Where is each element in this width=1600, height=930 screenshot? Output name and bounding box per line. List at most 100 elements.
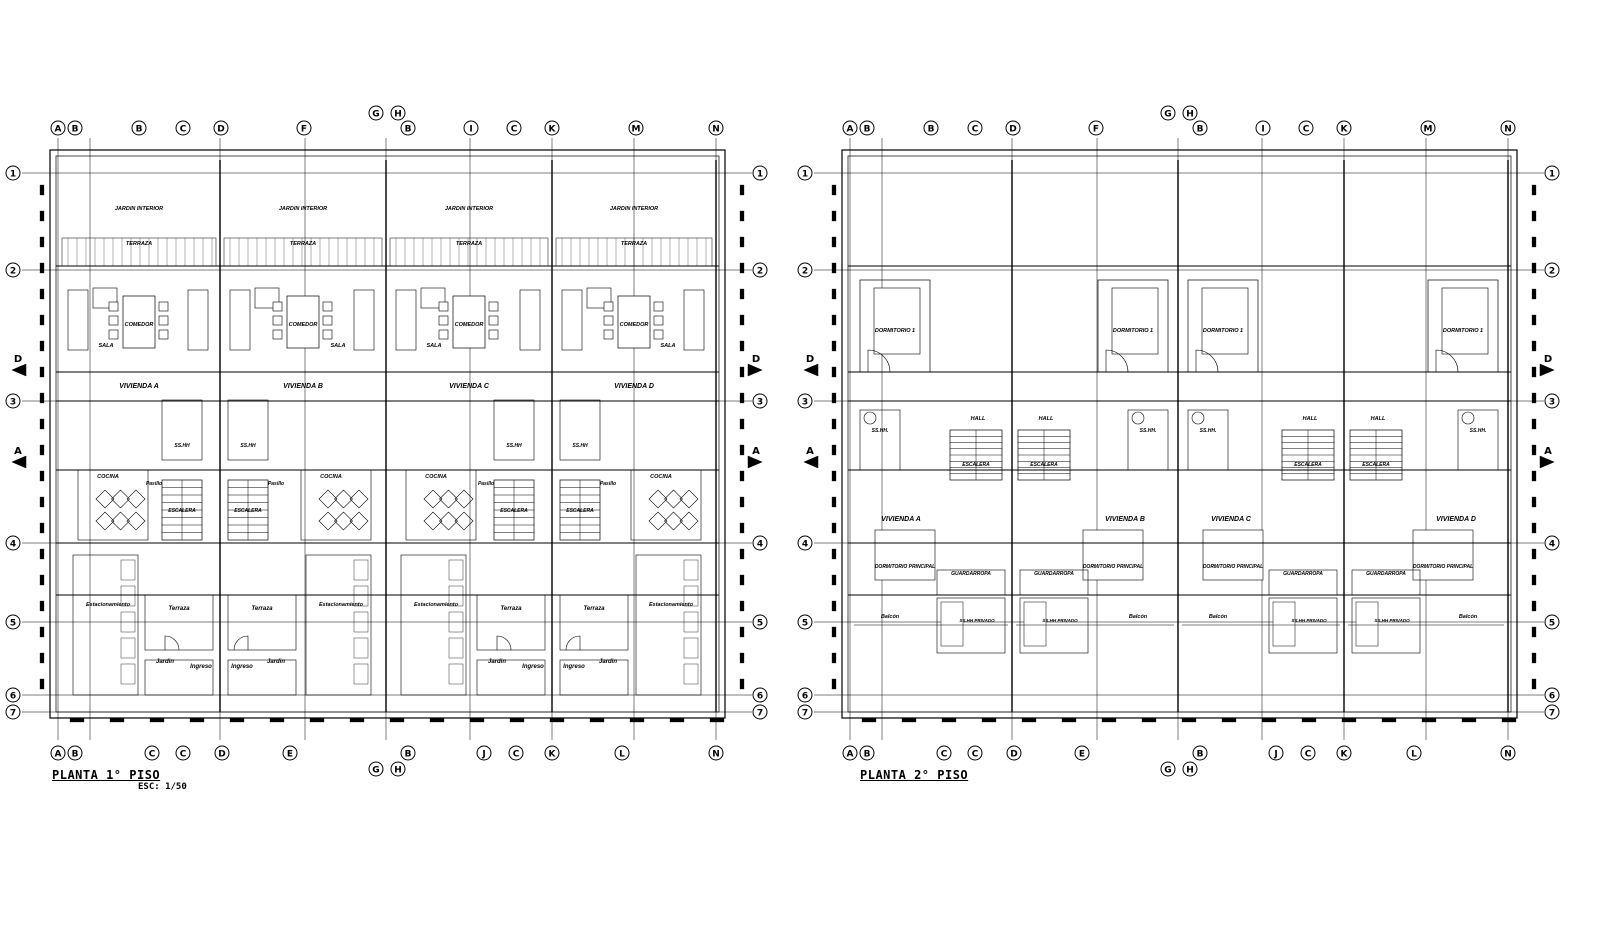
toilet [863, 411, 877, 425]
top-axis: B [131, 120, 147, 136]
column-mark [739, 236, 745, 248]
bottom-axis: K [1336, 745, 1352, 761]
grid-axis-label: 1 [802, 170, 808, 180]
bed [1202, 529, 1264, 581]
bottom-axis: B [67, 745, 83, 761]
top-axis: N [708, 120, 724, 136]
column-mark [831, 678, 837, 690]
grid-axis-label: M [1424, 125, 1433, 135]
top-axis: N [1500, 120, 1516, 136]
grid-axis-label: 5 [802, 619, 808, 629]
label-sshh: SS.HH [572, 443, 588, 449]
label-terraza-front: Terraza [251, 606, 273, 612]
grid-axis-circle [1088, 120, 1104, 136]
column-mark [1531, 574, 1537, 586]
grid-axis-circle [476, 745, 492, 761]
column-mark [39, 210, 45, 222]
label-estacionamiento: Estacionamiento [319, 602, 364, 608]
section-arrow [747, 455, 763, 469]
column-mark [831, 574, 837, 586]
column-mark [739, 678, 745, 690]
grid-axis-circle [5, 393, 21, 409]
parking-paver [120, 585, 136, 607]
grid-axis-circle [463, 120, 479, 136]
section-label: A [752, 446, 760, 457]
column-mark [941, 717, 957, 723]
bathroom [559, 399, 601, 461]
column-mark [831, 210, 837, 222]
parking-bay [400, 554, 467, 696]
column-mark [739, 522, 745, 534]
label-jardin-interior: JARDIN INTERIOR [445, 206, 493, 212]
grid-axis-circle [1160, 105, 1176, 121]
bottom-axis: N [1500, 745, 1516, 761]
grid-axis-circle [752, 165, 768, 181]
grid-axis-circle [923, 120, 939, 136]
label-ingreso: Ingreso [231, 664, 253, 670]
row-axis-left: 6 [797, 687, 813, 703]
bottom-axis: H [390, 761, 406, 777]
private-bathroom [936, 597, 1006, 654]
grid-axis-label: E [1079, 750, 1085, 760]
column-mark [739, 548, 745, 560]
front-terrace [144, 594, 214, 651]
door-swing [1195, 349, 1219, 373]
grid-axis-circle [1544, 614, 1560, 630]
grid-axis-label: 6 [10, 692, 16, 702]
row-axis-right: 4 [752, 535, 768, 551]
label-hall: HALL [1371, 416, 1386, 422]
grid-axis-label: 5 [1549, 619, 1555, 629]
grid-axis-label: 2 [757, 267, 763, 277]
section-mark: D [1539, 354, 1555, 377]
column-mark [1061, 717, 1077, 723]
grid-axis-circle [797, 165, 813, 181]
section-mark: A [803, 446, 819, 469]
top-axis: H [1182, 105, 1198, 121]
grid-axis-circle [797, 614, 813, 630]
grid-axis-circle [614, 745, 630, 761]
grid-axis-circle [144, 745, 160, 761]
dining-table [452, 295, 486, 349]
kitchen [77, 469, 149, 541]
column-mark [39, 652, 45, 664]
column-mark [1531, 288, 1537, 300]
label-balcon: Balcón [881, 614, 900, 620]
grid-axis-label: N [1504, 750, 1512, 760]
grid-axis-label: C [1305, 750, 1312, 760]
column-mark [1021, 717, 1037, 723]
inner-wall [55, 155, 720, 713]
furniture [108, 329, 119, 340]
parking-paver [353, 637, 369, 659]
grid-axis-label: C [149, 750, 156, 760]
grid-axis-label: 7 [757, 709, 763, 719]
floor-tile [679, 489, 699, 509]
label-sala: SALA [99, 343, 114, 349]
bottom-axis: C [508, 745, 524, 761]
bottom-axis: G [1160, 761, 1176, 777]
grid-axis-circle [842, 120, 858, 136]
column-mark [589, 717, 605, 723]
grid-axis-circle [544, 120, 560, 136]
column-mark [739, 418, 745, 430]
grid-axis-circle [708, 745, 724, 761]
floor-tile [454, 511, 474, 531]
column-mark [189, 717, 205, 723]
column-mark [831, 652, 837, 664]
grid-axis-circle [67, 745, 83, 761]
label-cocina: COCINA [650, 474, 672, 480]
grid-axis-label: 1 [1549, 170, 1555, 180]
column-mark [39, 678, 45, 690]
top-axis: C [175, 120, 191, 136]
bottom-axis: C [936, 745, 952, 761]
top-axis: A [842, 120, 858, 136]
section-label: D [806, 354, 814, 365]
section-label: A [14, 446, 22, 457]
label-ingreso: Ingreso [522, 664, 544, 670]
top-axis: K [1336, 120, 1352, 136]
grid-axis-circle [1544, 687, 1560, 703]
row-axis-left: 2 [797, 262, 813, 278]
label-balcon: Balcón [1129, 614, 1148, 620]
grid-axis-label: A [55, 750, 62, 760]
